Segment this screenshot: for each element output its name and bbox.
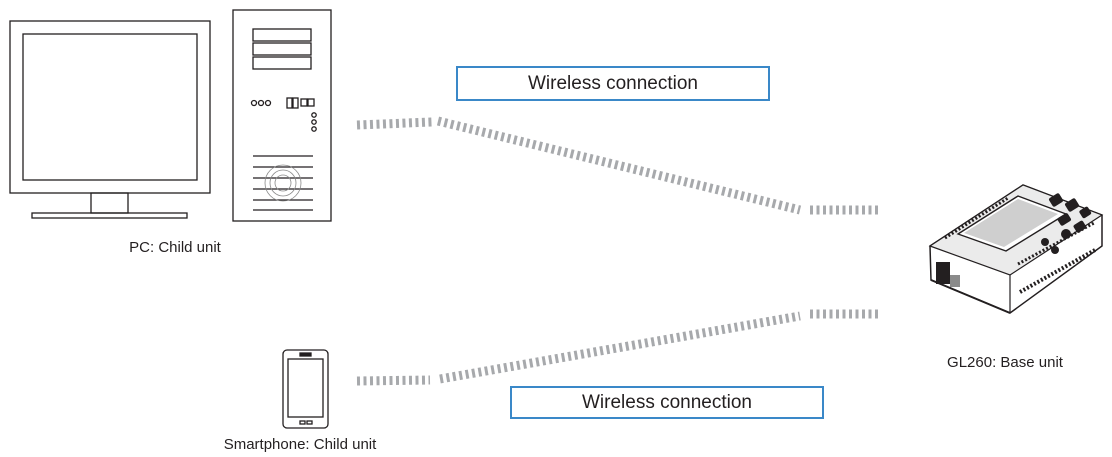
- link-smartphone-to-base: [356, 309, 880, 386]
- wireless-connection-label-bottom: Wireless connection: [510, 386, 824, 419]
- data-logger-icon: [928, 184, 1104, 314]
- wireless-connection-text: Wireless connection: [581, 391, 753, 413]
- wireless-connection-label-top: Wireless connection: [456, 66, 770, 101]
- monitor-icon: [9, 20, 211, 219]
- smartphone-child-unit-label: Smartphone: Child unit: [223, 436, 377, 453]
- gl260-base-unit-label: GL260: Base unit: [947, 354, 1063, 371]
- tower-pc-icon: [232, 9, 332, 222]
- link-pc-to-base: [356, 116, 880, 215]
- wireless-connection-text: Wireless connection: [527, 72, 699, 94]
- pc-child-unit-label: PC: Child unit: [129, 239, 221, 256]
- smartphone-icon: [282, 349, 329, 429]
